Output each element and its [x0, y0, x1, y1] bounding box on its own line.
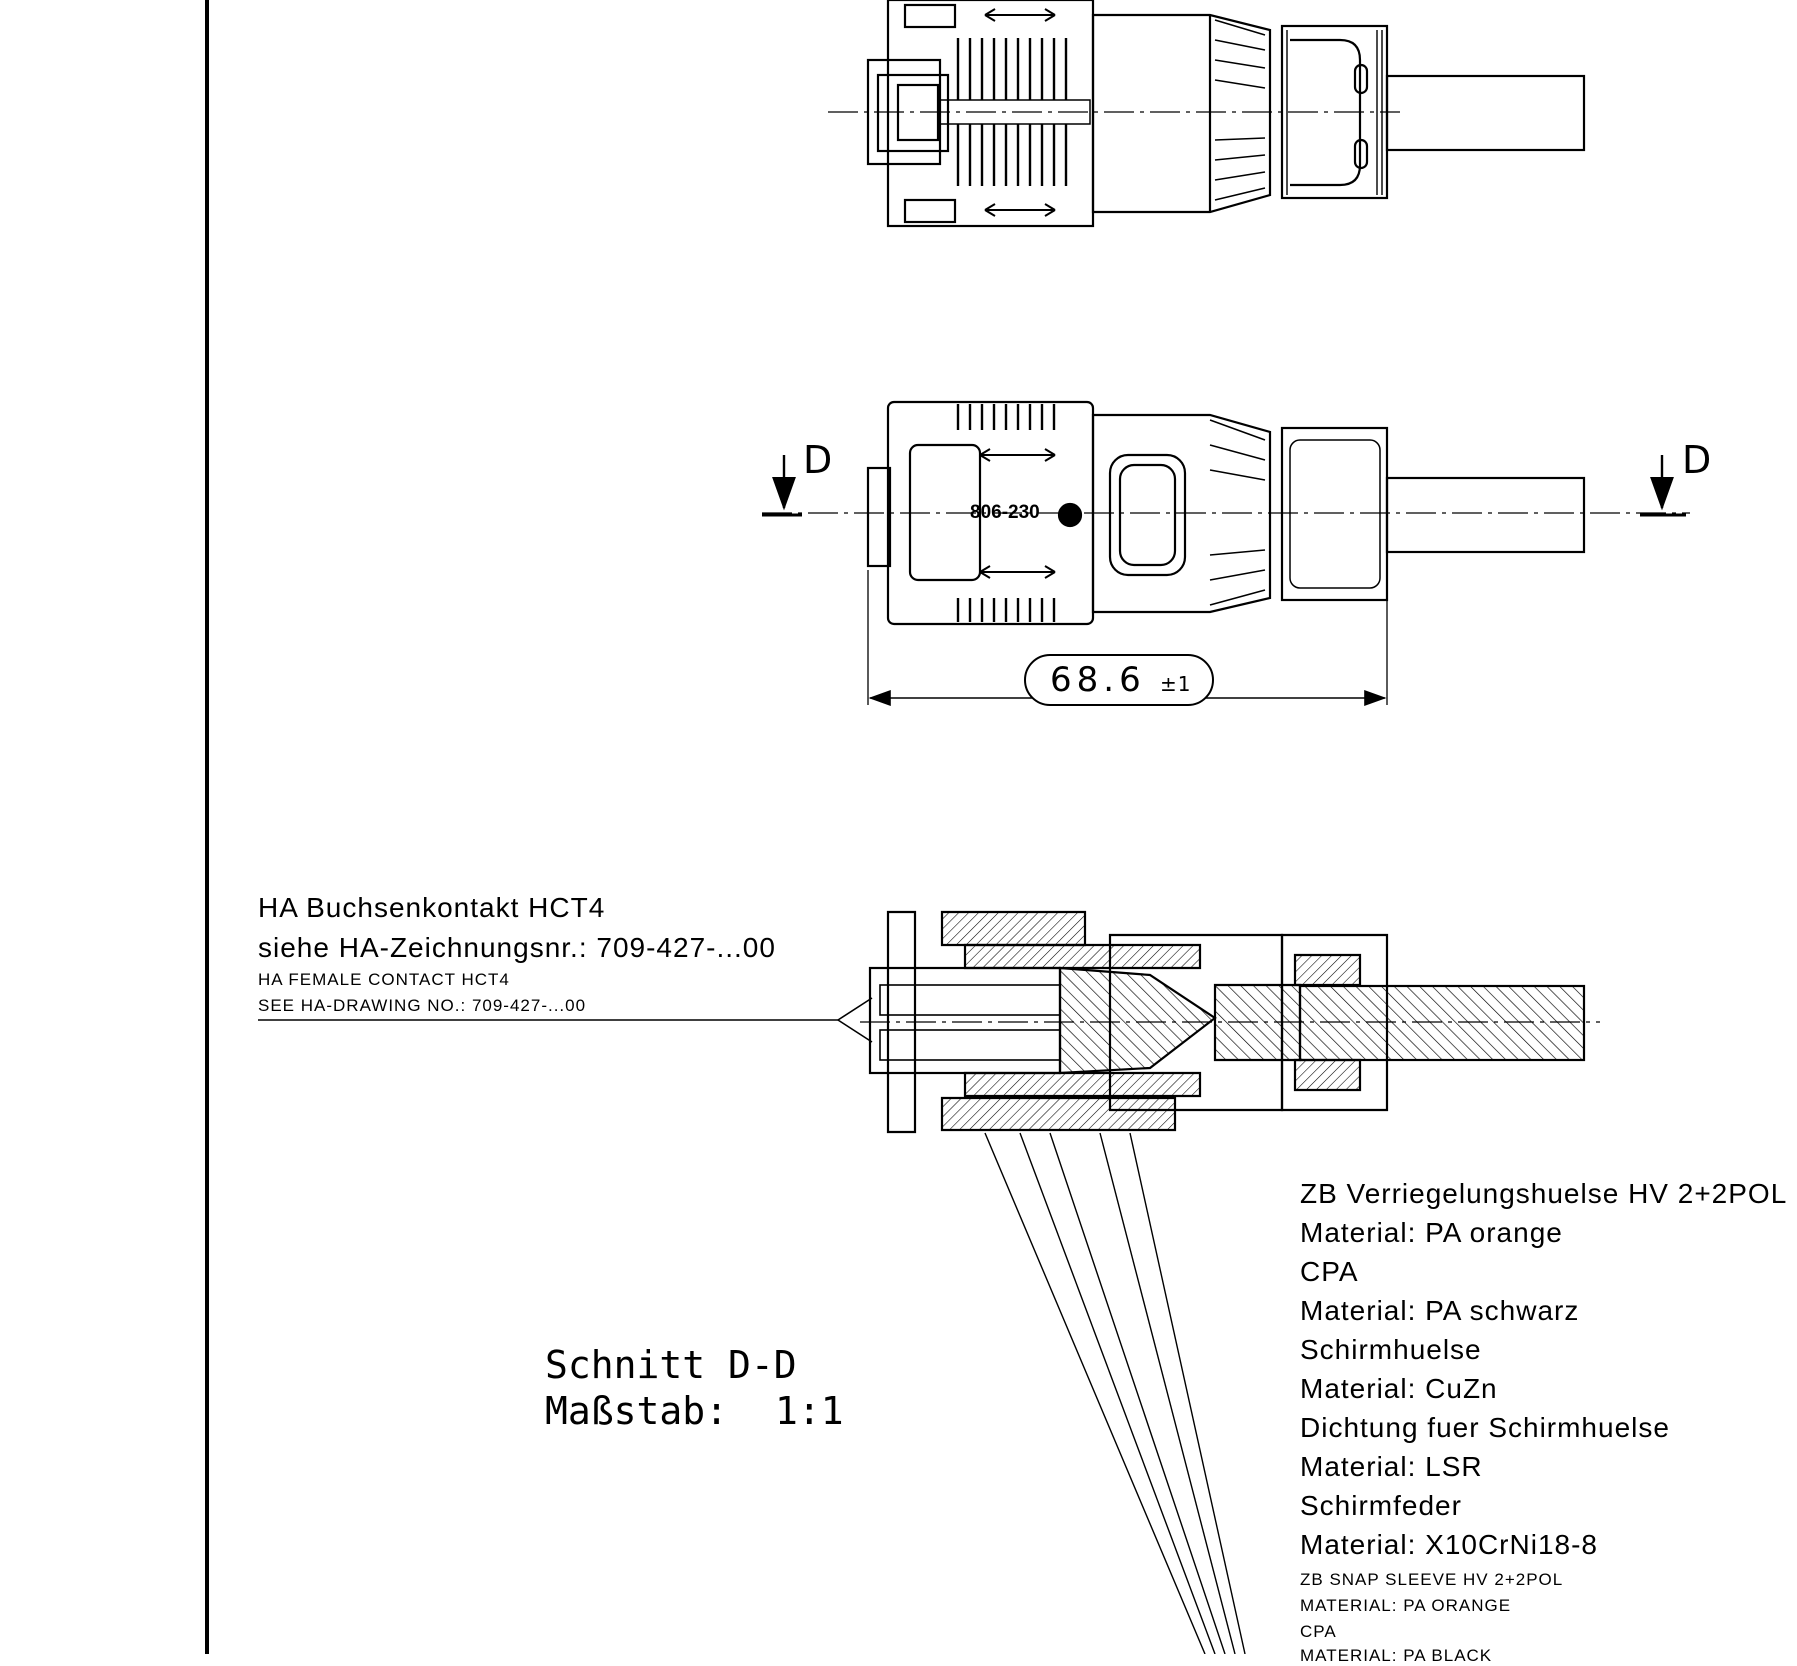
parts-list-item-en: MATERIAL: PA BLACK — [1300, 1646, 1493, 1665]
connector-top-view — [828, 0, 1586, 228]
contact-note-line1: HA Buchsenkontakt HCT4 — [258, 892, 606, 923]
dimension-box — [1024, 654, 1214, 706]
parts-list-item-en: ZB SNAP SLEEVE HV 2+2POL — [1300, 1570, 1564, 1589]
section-marker-label-left: D — [803, 438, 833, 482]
parts-list-item: Material: PA schwarz — [1300, 1295, 1580, 1326]
part-stamp: 806-230 — [970, 502, 1040, 523]
section-view-d-d — [837, 910, 1600, 1134]
parts-list-item: Material: LSR — [1300, 1451, 1483, 1482]
parts-list-item: Material: X10CrNi18-8 — [1300, 1529, 1598, 1560]
section-scale-value: 1:1 — [775, 1389, 844, 1433]
parts-list-item: Dichtung fuer Schirmhuelse — [1300, 1412, 1670, 1443]
section-marker-right — [1640, 455, 1686, 517]
parts-list-item: Schirmfeder — [1300, 1490, 1462, 1521]
dimension-value: 68.6 — [1050, 660, 1146, 700]
parts-list-item-en: MATERIAL: PA ORANGE — [1300, 1596, 1512, 1615]
dimension-68-6 — [867, 570, 1388, 706]
contact-note-line4: SEE HA-DRAWING NO.: 709-427-...00 — [258, 996, 587, 1015]
section-scale-label: Maßstab: — [545, 1389, 729, 1433]
section-marker-label-right: D — [1682, 438, 1712, 482]
section-title: Schnitt D-D — [545, 1343, 797, 1387]
parts-list-item: CPA — [1300, 1256, 1359, 1287]
parts-list-item: Material: CuZn — [1300, 1373, 1498, 1404]
parts-list-item: ZB Verriegelungshuelse HV 2+2POL — [1300, 1178, 1788, 1209]
parts-list-item-en: CPA — [1300, 1622, 1337, 1641]
parts-list-item: Schirmhuelse — [1300, 1334, 1482, 1365]
parts-leader-lines — [984, 1132, 1246, 1654]
ribs — [956, 38, 1068, 186]
contact-note-line2: siehe HA-Zeichnungsnr.: 709-427-...00 — [258, 932, 776, 963]
dimension-tolerance: ±1 — [1160, 672, 1192, 696]
parts-list-item: Material: PA orange — [1300, 1217, 1563, 1248]
section-marker-left — [762, 455, 802, 517]
connector-side-view — [762, 400, 1690, 626]
contact-note-line3: HA FEMALE CONTACT HCT4 — [258, 970, 510, 989]
